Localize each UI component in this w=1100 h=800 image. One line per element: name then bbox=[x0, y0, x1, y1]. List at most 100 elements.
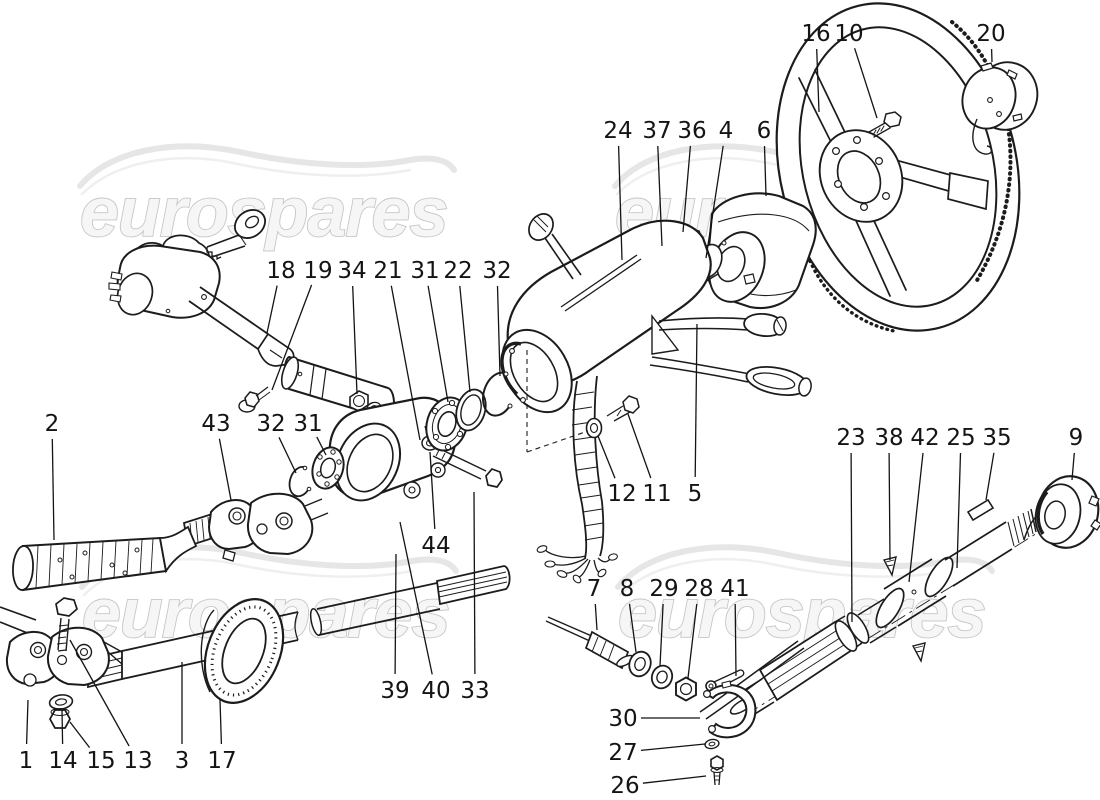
watermark-text: eurospares bbox=[618, 574, 985, 652]
part-number-36: 36 bbox=[677, 118, 706, 144]
leader-line-21-11 bbox=[390, 285, 421, 441]
leader-line-33-36 bbox=[473, 491, 476, 675]
leader-line-6-7 bbox=[763, 145, 767, 197]
part-number-4: 4 bbox=[719, 118, 734, 144]
part-number-42: 42 bbox=[910, 425, 939, 451]
lock-screw bbox=[238, 386, 271, 413]
leader-line-1-40 bbox=[25, 699, 29, 745]
part-number-3: 3 bbox=[175, 748, 190, 774]
part-number-23: 23 bbox=[836, 425, 865, 451]
clamp-washer bbox=[704, 738, 720, 750]
column-cup-housing bbox=[704, 192, 817, 309]
part-number-31: 31 bbox=[410, 258, 439, 284]
part-number-33: 33 bbox=[460, 678, 489, 704]
part-number-43: 43 bbox=[201, 411, 230, 437]
leader-line-32-14 bbox=[496, 285, 501, 377]
leader-line-34-10 bbox=[352, 285, 358, 395]
small-bolt bbox=[606, 395, 640, 422]
watermark-swoosh-icon bbox=[77, 143, 457, 189]
part-number-9: 9 bbox=[1069, 425, 1084, 451]
hub-screw bbox=[868, 111, 902, 138]
upper-steering-shaft bbox=[699, 508, 1057, 720]
part-number-29: 29 bbox=[649, 576, 678, 602]
part-number-39: 39 bbox=[380, 678, 409, 704]
woodruff-key bbox=[966, 498, 995, 522]
leader-line-29-31 bbox=[659, 603, 664, 667]
leader-line-15-42 bbox=[69, 721, 91, 748]
leader-line-31-18 bbox=[316, 436, 327, 456]
leader-line-19-9 bbox=[271, 284, 313, 391]
pinch-bolt bbox=[55, 597, 78, 652]
part-number-24: 24 bbox=[603, 118, 632, 144]
bolt-nut bbox=[48, 708, 72, 729]
stalk-lower-right bbox=[649, 356, 812, 397]
leader-line-31-12 bbox=[427, 285, 449, 403]
leader-line-38-20 bbox=[888, 452, 891, 561]
part-number-12: 12 bbox=[607, 481, 636, 507]
part-number-20: 20 bbox=[976, 21, 1005, 47]
leader-line-43-16 bbox=[218, 438, 232, 501]
grommet bbox=[585, 417, 603, 439]
part-number-22: 22 bbox=[443, 258, 472, 284]
part-number-38: 38 bbox=[874, 425, 903, 451]
snap-ring-lower bbox=[288, 465, 312, 498]
part-number-18: 18 bbox=[266, 258, 295, 284]
leader-line-13-43 bbox=[69, 639, 130, 747]
watermark-swoosh-echo-icon bbox=[618, 557, 950, 597]
leader-line-18-8 bbox=[266, 285, 278, 334]
leader-line-28-32 bbox=[687, 603, 698, 679]
part-number-31: 31 bbox=[293, 411, 322, 437]
hex-nut bbox=[675, 676, 697, 702]
leader-line-7-29 bbox=[594, 603, 598, 631]
wheel-hub bbox=[818, 129, 904, 223]
rubber-boot bbox=[200, 598, 285, 704]
leader-line-22-13 bbox=[459, 285, 471, 393]
leader-line-27-38 bbox=[640, 743, 706, 752]
part-number-27: 27 bbox=[608, 740, 637, 766]
stalk-top bbox=[528, 213, 582, 280]
leader-line-23-19 bbox=[850, 452, 853, 623]
wiring-loom bbox=[536, 375, 618, 584]
leader-line-16-0 bbox=[816, 48, 820, 113]
part-number-34: 34 bbox=[337, 258, 366, 284]
part-number-25: 25 bbox=[946, 425, 975, 451]
leader-line-42-21 bbox=[908, 452, 924, 583]
corrugated-sleeve bbox=[12, 525, 198, 592]
part-number-44: 44 bbox=[421, 533, 450, 559]
part-number-19: 19 bbox=[303, 258, 332, 284]
leader-line-44-28 bbox=[429, 451, 436, 530]
leader-line-36-5 bbox=[682, 145, 692, 233]
part-number-32: 32 bbox=[482, 258, 511, 284]
leader-line-10-1 bbox=[853, 48, 878, 119]
part-number-35: 35 bbox=[982, 425, 1011, 451]
grub-screw-upper bbox=[882, 556, 897, 577]
bolt-washer bbox=[48, 694, 74, 710]
part-number-14: 14 bbox=[48, 748, 77, 774]
part-number-16: 16 bbox=[801, 21, 830, 47]
switch-housing bbox=[500, 219, 712, 414]
leader-line-40-35 bbox=[399, 521, 433, 675]
part-number-26: 26 bbox=[610, 773, 639, 799]
steering-wheel bbox=[775, 2, 1021, 333]
part-number-6: 6 bbox=[757, 118, 772, 144]
leader-line-37-4 bbox=[657, 145, 663, 247]
leader-line-24-3 bbox=[617, 145, 623, 261]
watermark-text: eurospares bbox=[80, 173, 447, 251]
plain-washer bbox=[650, 664, 674, 690]
leader-line-2-15 bbox=[51, 438, 55, 541]
part-number-7: 7 bbox=[587, 576, 602, 602]
part-number-40: 40 bbox=[421, 678, 450, 704]
wheel-nut bbox=[1034, 475, 1100, 549]
leader-line-39-34 bbox=[394, 553, 397, 675]
leader-line-26-39 bbox=[642, 775, 707, 784]
ignition-key bbox=[206, 209, 266, 261]
leader-line-11-26 bbox=[627, 413, 652, 479]
watermark-0: eurospares bbox=[77, 143, 457, 252]
part-number-17: 17 bbox=[207, 748, 236, 774]
ignition-lock bbox=[108, 234, 295, 367]
part-number-37: 37 bbox=[642, 118, 671, 144]
part-number-8: 8 bbox=[620, 576, 635, 602]
